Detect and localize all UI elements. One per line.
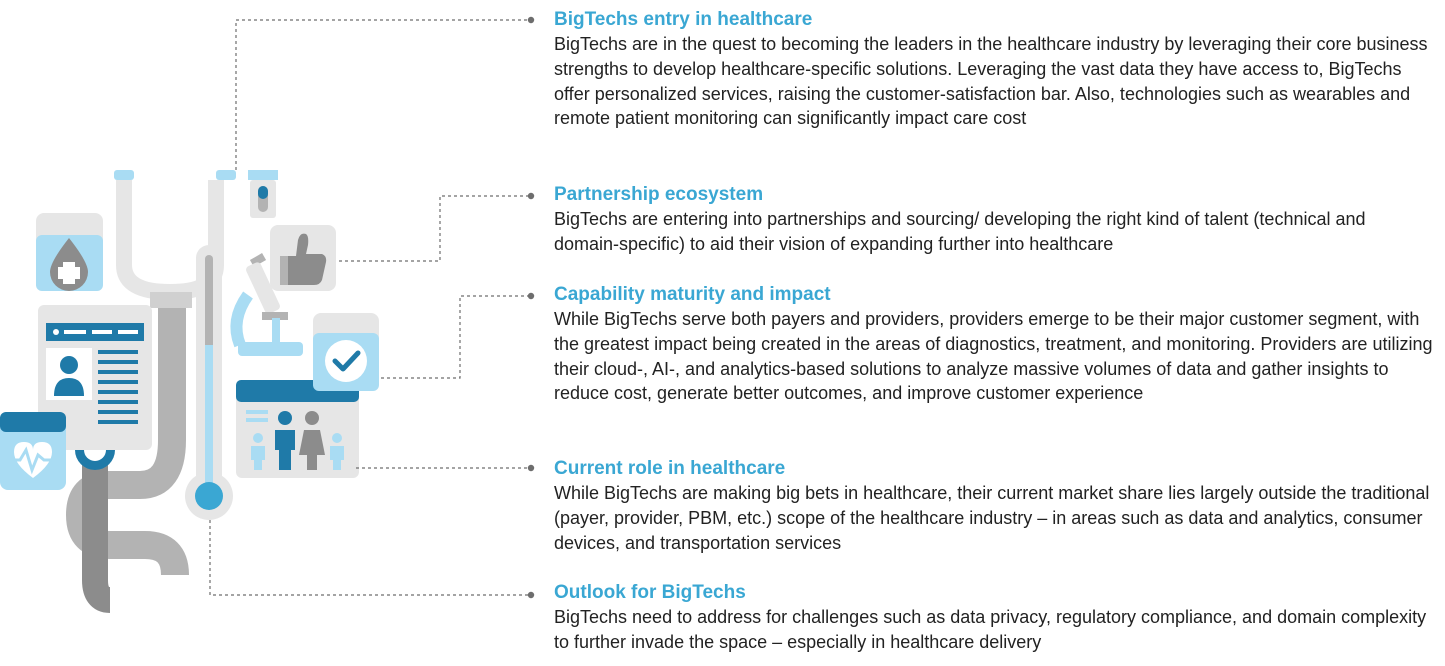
connector-dot-4 bbox=[527, 464, 535, 472]
section-title: BigTechs entry in healthcare bbox=[554, 9, 813, 30]
connector-dot-1 bbox=[527, 16, 535, 24]
pill-bottle-icon bbox=[248, 170, 278, 218]
connector-dot-2 bbox=[527, 192, 535, 200]
section-outlook: Outlook for BigTechs BigTechs need to ad… bbox=[554, 581, 1434, 655]
blood-drop-cross-icon bbox=[36, 213, 103, 291]
microscope-icon bbox=[230, 253, 303, 356]
checkmark-icon bbox=[313, 313, 379, 391]
section-body: BigTechs are in the quest to becoming th… bbox=[554, 34, 1428, 129]
section-bigtechs-entry: BigTechs entry in healthcare BigTechs ar… bbox=[554, 8, 1434, 131]
section-title: Current role in healthcare bbox=[554, 458, 786, 479]
heartbeat-monitor-icon bbox=[0, 412, 66, 490]
section-title: Outlook for BigTechs bbox=[554, 582, 746, 603]
connector-line-1 bbox=[235, 19, 528, 170]
section-title: Capability maturity and impact bbox=[554, 284, 831, 305]
thumbs-up-icon bbox=[270, 225, 336, 291]
thermometer-icon bbox=[185, 245, 233, 520]
section-body: BigTechs are entering into partnerships … bbox=[554, 209, 1366, 254]
connector-line-3 bbox=[381, 295, 528, 379]
section-partnership-ecosystem: Partnership ecosystem BigTechs are enter… bbox=[554, 183, 1434, 257]
family-icon bbox=[236, 380, 359, 478]
section-body: While BigTechs serve both payers and pro… bbox=[554, 309, 1433, 404]
section-body: While BigTechs are making big bets in he… bbox=[554, 483, 1430, 553]
section-current-role: Current role in healthcare While BigTech… bbox=[554, 457, 1434, 555]
connector-dot-3 bbox=[527, 292, 535, 300]
patient-record-icon bbox=[38, 305, 152, 450]
section-capability-maturity: Capability maturity and impact While Big… bbox=[554, 283, 1434, 406]
section-body: BigTechs need to address for challenges … bbox=[554, 607, 1427, 652]
connectors bbox=[209, 19, 528, 596]
connector-line-5 bbox=[209, 520, 528, 596]
connector-line-2 bbox=[339, 195, 528, 262]
connector-dot-5 bbox=[527, 591, 535, 599]
section-title: Partnership ecosystem bbox=[554, 184, 764, 205]
